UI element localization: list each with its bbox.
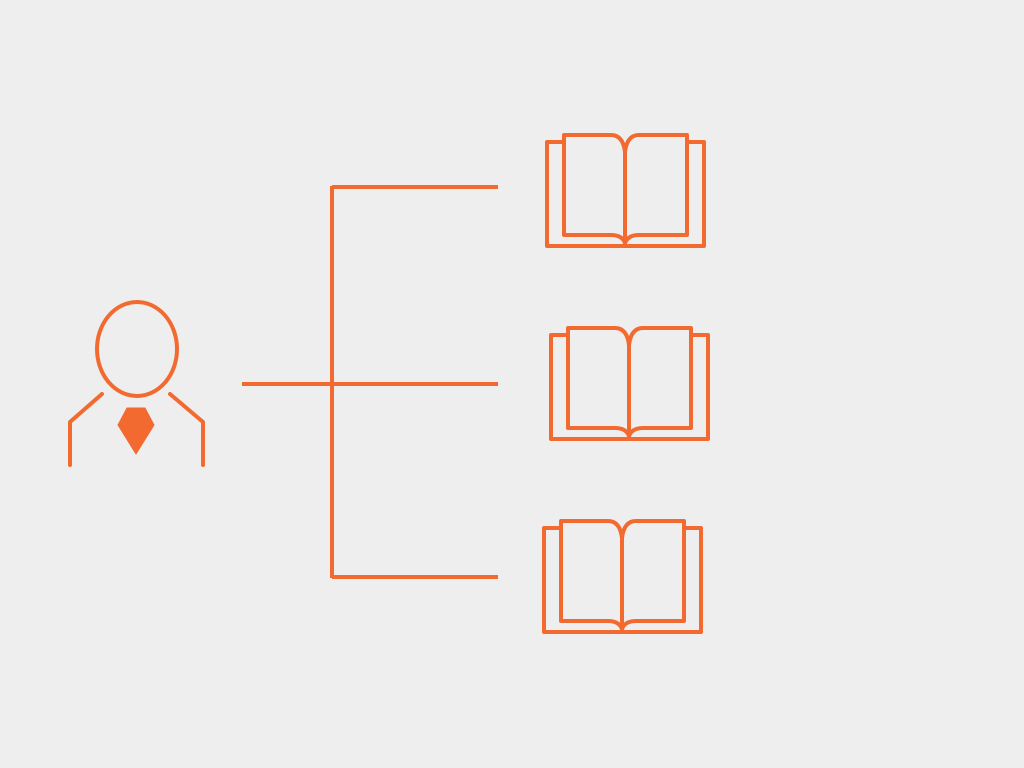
connector-tree — [242, 185, 498, 579]
book-left-page — [566, 326, 631, 438]
person-icon — [68, 300, 205, 467]
person-head — [95, 300, 179, 398]
book-cover — [549, 333, 710, 441]
open-book-icon — [542, 519, 703, 634]
book-left-page — [559, 519, 624, 631]
book-cover — [545, 140, 706, 248]
person-right-shoulder — [168, 392, 205, 467]
book-cover — [542, 526, 703, 634]
book-right-page — [620, 519, 686, 631]
book-left-page — [562, 133, 627, 245]
person-left-shoulder — [68, 392, 104, 467]
open-book-icon — [549, 326, 710, 441]
open-book-icon — [545, 133, 706, 248]
tie-icon — [117, 407, 155, 455]
book-right-page — [623, 133, 689, 245]
book-right-page — [627, 326, 693, 438]
